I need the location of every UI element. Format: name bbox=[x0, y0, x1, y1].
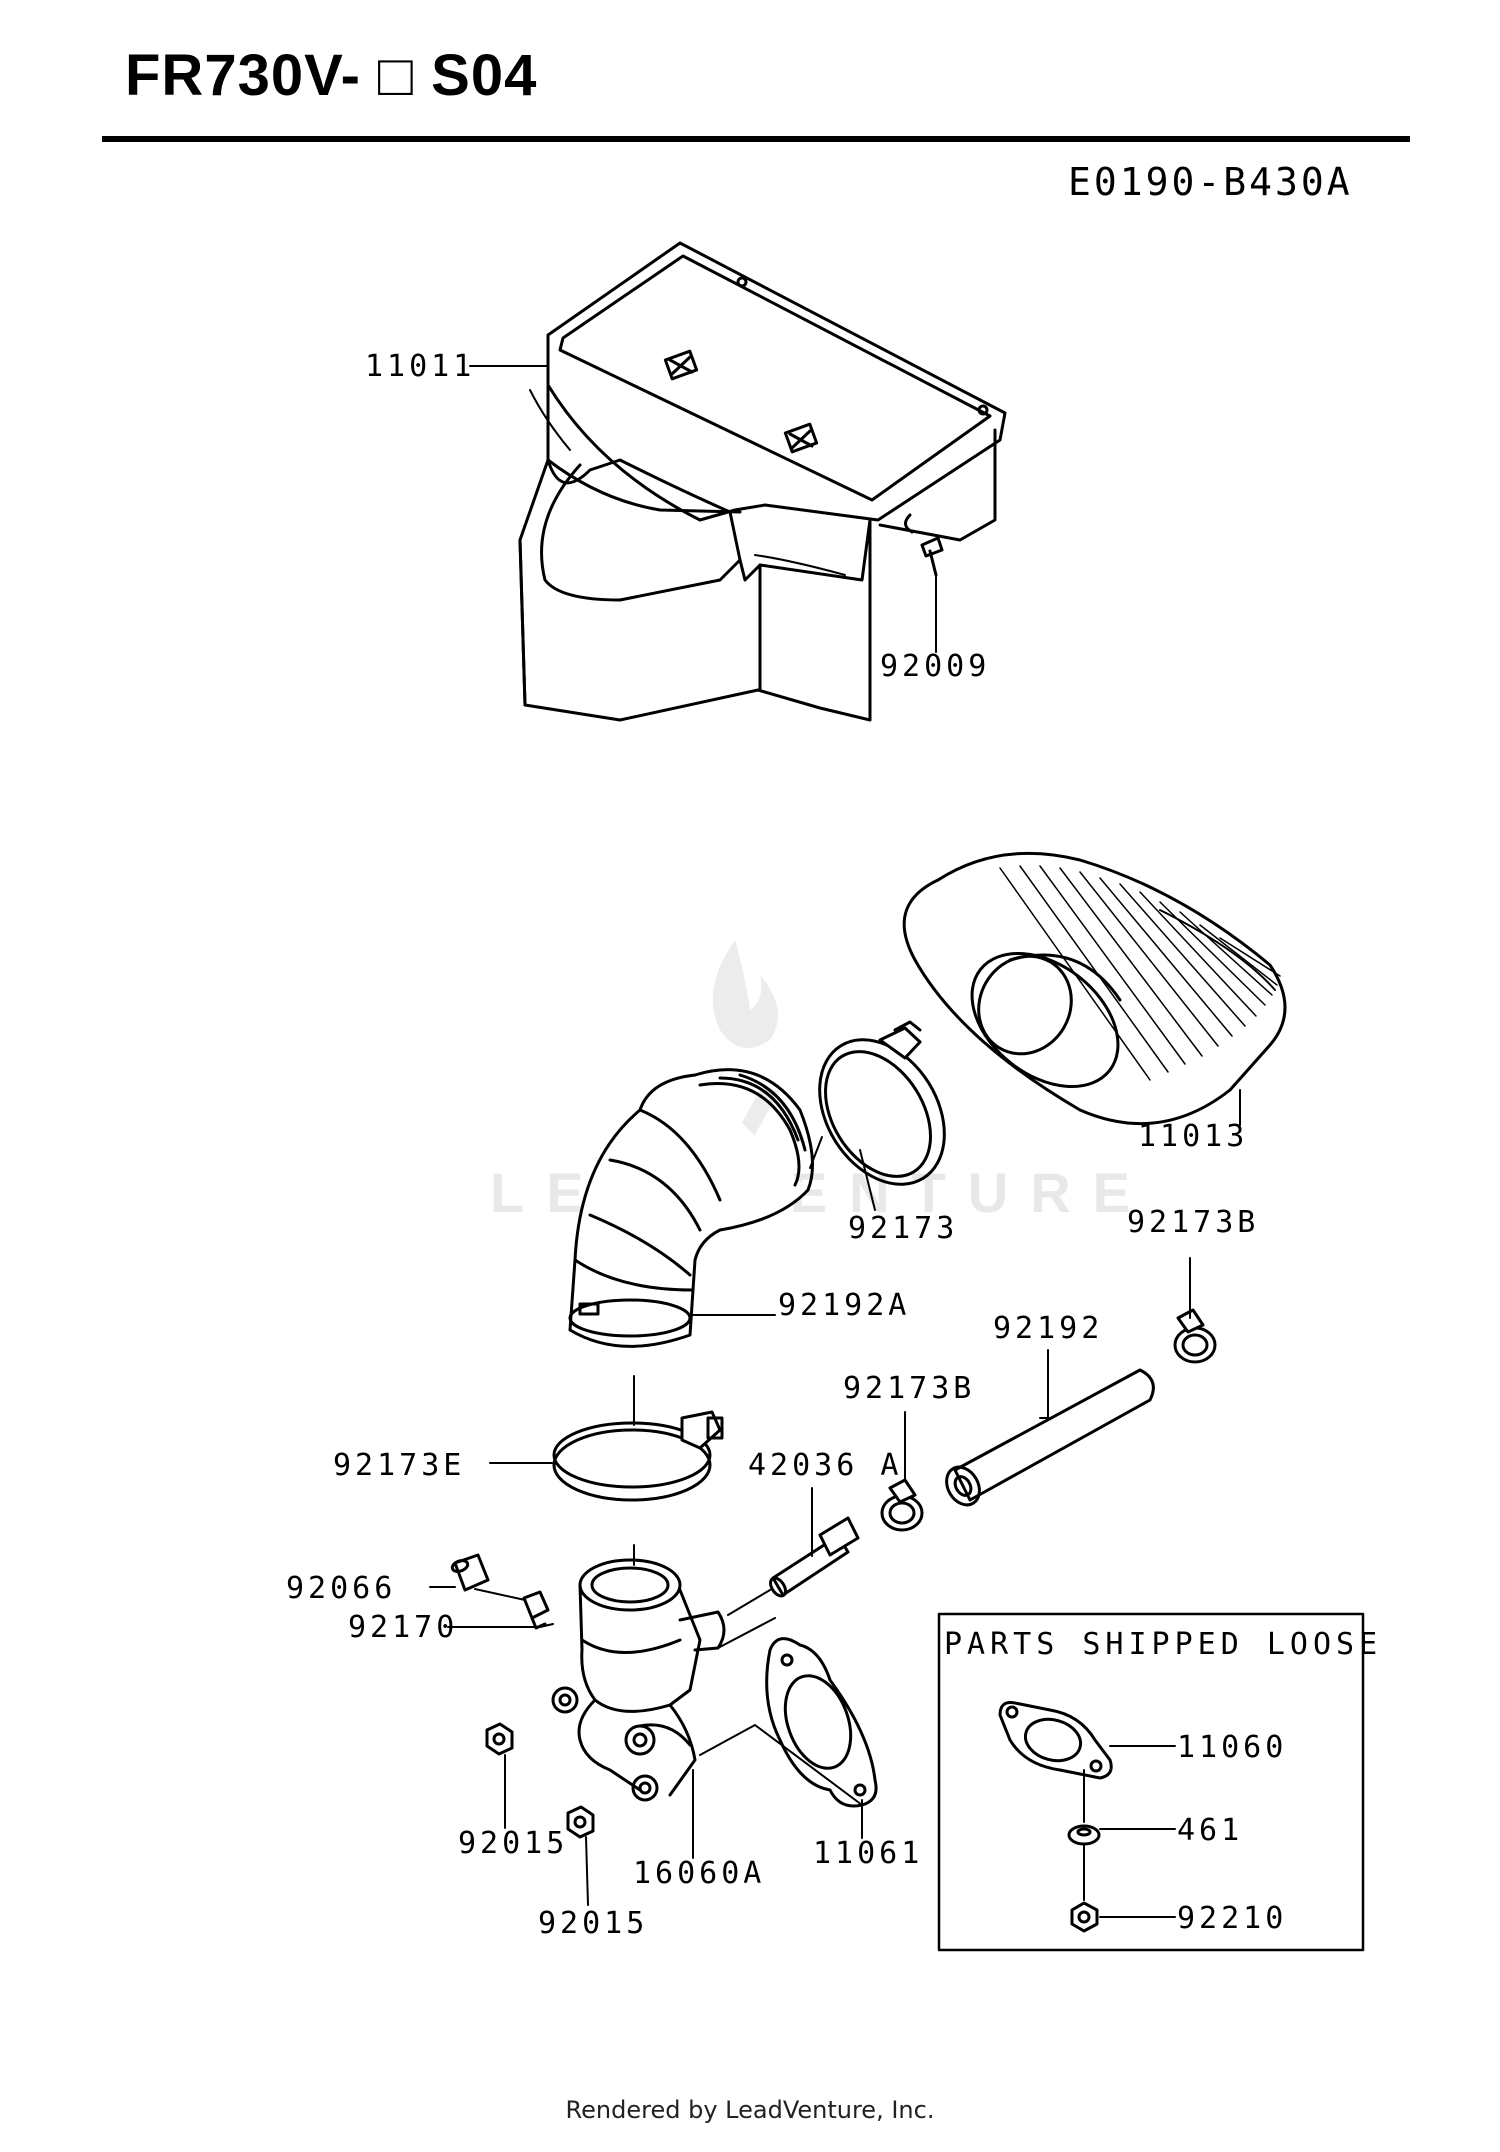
page-title: FR730V- □ S04 bbox=[125, 43, 538, 108]
callout-11060: 11060 bbox=[1177, 1730, 1287, 1765]
intake-gasket bbox=[765, 1637, 878, 1808]
breather-pipe bbox=[769, 1516, 860, 1598]
callout-92015-bottom: 92015 bbox=[538, 1906, 648, 1941]
elbow-intake-hose bbox=[568, 1068, 814, 1348]
loose-nut bbox=[1070, 1901, 1099, 1933]
callout-92192: 92192 bbox=[993, 1311, 1103, 1346]
callout-92173E: 92173E bbox=[333, 1448, 465, 1483]
breather-valve bbox=[522, 1590, 550, 1630]
callout-92066: 92066 bbox=[286, 1571, 396, 1606]
callout-461: 461 bbox=[1177, 1813, 1243, 1848]
callout-92173B-top: 92173B bbox=[1127, 1205, 1259, 1240]
diagram-code: E0190-B430A bbox=[1068, 160, 1353, 204]
hose-clamp-lower bbox=[552, 1410, 724, 1502]
loose-gasket bbox=[998, 1701, 1113, 1780]
callout-92192A: 92192A bbox=[778, 1288, 910, 1323]
hose-clamp-upper bbox=[818, 1020, 946, 1186]
callout-92009: 92009 bbox=[880, 649, 990, 684]
air-cleaner-cover bbox=[518, 241, 1007, 722]
callout-92173B-mid: 92173B bbox=[843, 1371, 975, 1406]
footer-credit: Rendered by LeadVenture, Inc. bbox=[565, 2096, 935, 2124]
nut-bottom bbox=[566, 1805, 595, 1839]
callout-16060A: 16060A bbox=[633, 1856, 765, 1891]
callout-92210: 92210 bbox=[1177, 1901, 1287, 1936]
air-filter-element bbox=[902, 851, 1287, 1126]
small-clamp-mid bbox=[880, 1478, 924, 1532]
callout-92170: 92170 bbox=[348, 1610, 458, 1645]
callout-42036A: 42036 A bbox=[748, 1448, 902, 1483]
nut-left bbox=[485, 1722, 514, 1756]
callout-11011: 11011 bbox=[365, 349, 475, 384]
loose-washer bbox=[1067, 1824, 1101, 1846]
breather-tube bbox=[945, 1368, 1155, 1507]
callout-11013: 11013 bbox=[1138, 1119, 1248, 1154]
breather-fitting bbox=[450, 1553, 490, 1592]
intake-pipe-assembly bbox=[551, 1558, 726, 1802]
parts-box-title: PARTS SHIPPED LOOSE bbox=[944, 1627, 1382, 1662]
callout-92015-left: 92015 bbox=[458, 1826, 568, 1861]
small-clamp-top bbox=[1173, 1308, 1217, 1364]
title-rule bbox=[102, 136, 1410, 142]
callout-11061: 11061 bbox=[813, 1836, 923, 1871]
callout-92173: 92173 bbox=[848, 1211, 958, 1246]
leader-lines bbox=[429, 365, 1241, 1918]
parts-shipped-loose-box bbox=[937, 1612, 1365, 1952]
